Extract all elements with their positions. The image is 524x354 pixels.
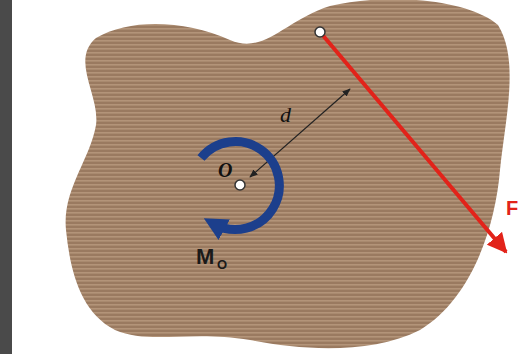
- dimension-label: d: [280, 104, 291, 126]
- force-point: [315, 27, 325, 37]
- moment-subscript: O: [217, 258, 227, 271]
- rigid-body: [66, 0, 510, 348]
- moment-arm-dimension: [250, 89, 350, 177]
- point-label: O: [218, 160, 232, 180]
- line-of-action-force: [320, 32, 506, 252]
- moment-arrow: [201, 142, 279, 230]
- side-bar: [0, 0, 12, 354]
- force-label: F: [506, 198, 518, 218]
- point-o: [235, 180, 245, 190]
- moment-label: M: [196, 246, 214, 268]
